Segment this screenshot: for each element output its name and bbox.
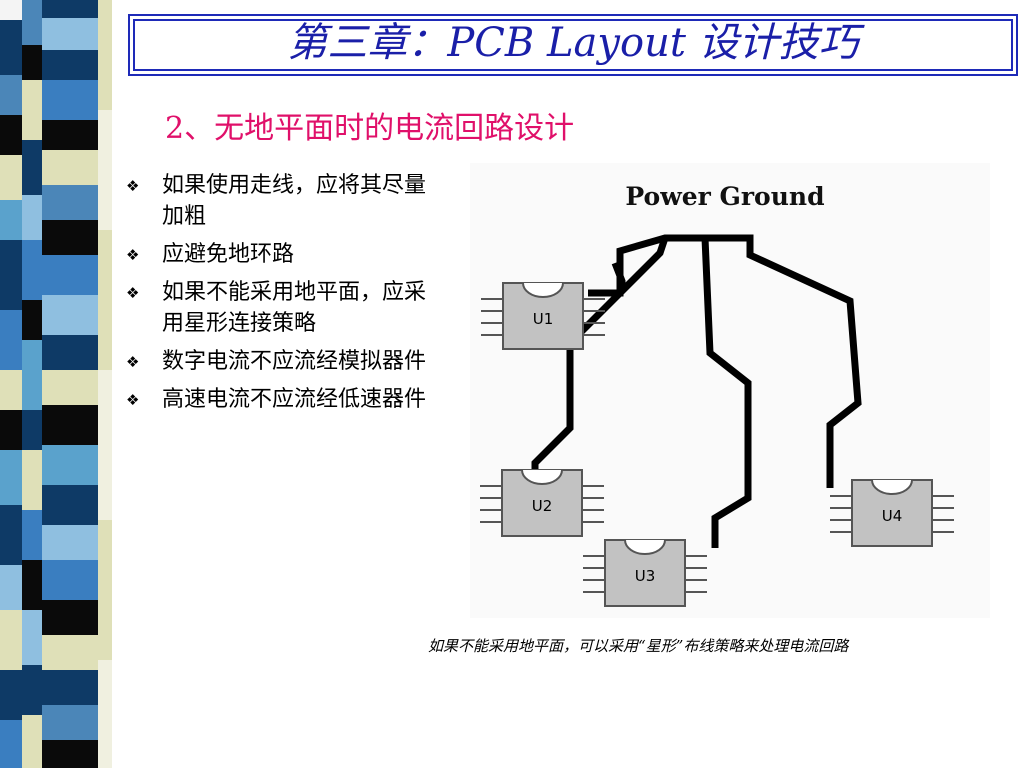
chip-label-u3: U3 xyxy=(635,567,656,585)
title-frame-inner xyxy=(133,19,1013,71)
bullet-text: 高速电流不应流经低速器件 xyxy=(162,387,427,412)
bullet-text: 如果使用走线，应将其尽量加粗 xyxy=(162,173,427,229)
list-item: ❖ 高速电流不应流经低速器件 xyxy=(122,384,442,415)
list-item: ❖ 数字电流不应流经模拟器件 xyxy=(122,346,442,377)
list-item: ❖ 如果不能采用地平面，应采用星形连接策略 xyxy=(122,277,442,339)
strip-column-2 xyxy=(22,0,42,768)
star-ground-diagram: Power Ground U1 U2 U3 U4 xyxy=(470,163,990,618)
chip-u4: U4 xyxy=(829,479,955,547)
decorative-left-strip xyxy=(0,0,112,768)
chip-u2: U2 xyxy=(479,469,605,537)
slide-subtitle: 2、无地平面时的电流回路设计 xyxy=(165,111,575,146)
strip-column-1 xyxy=(0,0,22,768)
diamond-bullet-icon: ❖ xyxy=(126,177,140,195)
diamond-bullet-icon: ❖ xyxy=(126,246,140,264)
diamond-bullet-icon: ❖ xyxy=(126,391,140,409)
bullet-text: 应避免地环路 xyxy=(162,242,295,267)
bullet-list: ❖ 如果使用走线，应将其尽量加粗 ❖ 应避免地环路 ❖ 如果不能采用地平面，应采… xyxy=(122,170,442,422)
diamond-bullet-icon: ❖ xyxy=(126,353,140,371)
trace-u3 xyxy=(701,237,752,548)
chip-u1: U1 xyxy=(480,282,606,350)
bullet-text: 数字电流不应流经模拟器件 xyxy=(162,349,427,374)
strip-column-3 xyxy=(42,0,98,768)
chip-label-u4: U4 xyxy=(882,507,903,525)
chip-label-u2: U2 xyxy=(532,497,553,515)
bullet-text: 如果不能采用地平面，应采用星形连接策略 xyxy=(162,280,427,336)
chip-label-u1: U1 xyxy=(533,310,554,328)
diagram-caption: 如果不能采用地平面，可以采用“星形”布线策略来处理电流回路 xyxy=(428,637,849,655)
slide-title: 第三章：PCB Layout 设计技巧 xyxy=(287,20,859,66)
list-item: ❖ 应避免地环路 xyxy=(122,239,442,270)
diagram-power-ground-label: Power Ground xyxy=(625,182,824,211)
title-frame: 第三章：PCB Layout 设计技巧 xyxy=(128,14,1018,76)
diamond-bullet-icon: ❖ xyxy=(126,284,140,302)
ground-traces xyxy=(531,234,862,548)
list-item: ❖ 如果使用走线，应将其尽量加粗 xyxy=(122,170,442,232)
strip-column-4 xyxy=(98,0,112,768)
trace-u2 xyxy=(531,236,669,483)
chip-u3: U3 xyxy=(582,539,708,607)
